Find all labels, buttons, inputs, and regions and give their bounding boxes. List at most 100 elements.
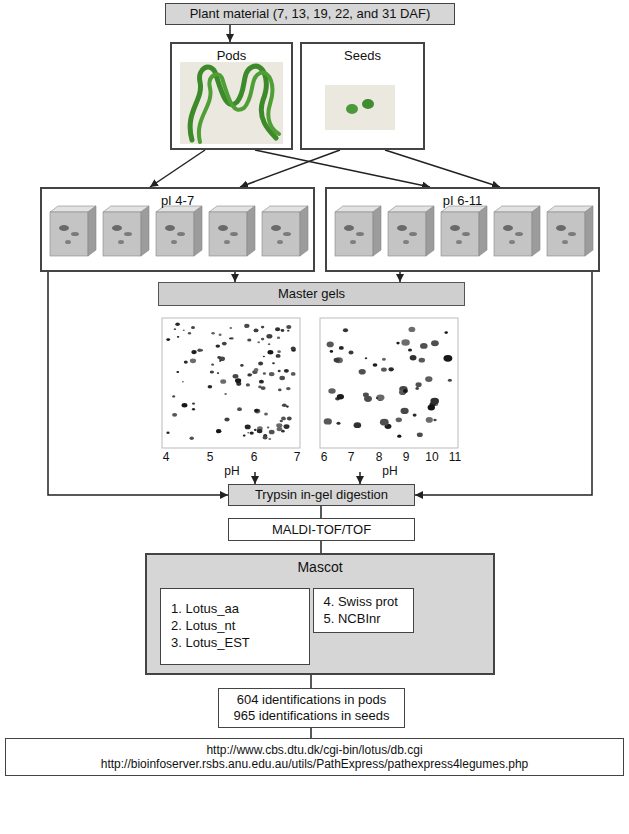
connector [234, 272, 236, 282]
gel-spot [410, 355, 417, 360]
axis-label: pH [382, 464, 397, 478]
gel-spot [284, 369, 289, 373]
connector [229, 25, 231, 42]
gel-spot [177, 336, 179, 338]
gel-spot [403, 389, 408, 393]
gel-spot [172, 413, 177, 417]
box-label: 5. NCBInr [324, 611, 381, 628]
gel-spot [280, 420, 283, 423]
gel-spot [210, 370, 214, 373]
gel-spot [230, 327, 233, 329]
gel-spot [287, 417, 292, 421]
gel-spot [217, 356, 221, 359]
gel-spot [281, 417, 286, 421]
axis-label: 6 [251, 450, 258, 464]
box-label: MALDI-TOF/TOF [272, 522, 371, 538]
gel-spot [184, 361, 188, 364]
box-label: http://www.cbs.dtu.dk/cgi-bin/lotus/db.c… [206, 743, 422, 757]
box-heading: Pods [217, 48, 247, 64]
gel-spot [197, 349, 202, 353]
gel-spot [282, 403, 287, 407]
box-label: 4. Swiss prot [324, 594, 398, 611]
gel-spot [291, 372, 296, 376]
gel-spot [277, 336, 280, 339]
gel-spot [287, 330, 289, 332]
gel-spot [291, 346, 296, 350]
gel-spot [281, 329, 285, 332]
gel-spot [376, 394, 384, 400]
gel-spot [396, 342, 399, 345]
gel-spot [354, 422, 362, 428]
connector [399, 272, 401, 282]
gel-spot [208, 385, 213, 389]
gel-spot [448, 379, 452, 382]
gel-spot [182, 381, 184, 383]
gel-spot [240, 364, 243, 367]
gel-spot [277, 350, 281, 353]
process-box: Pods [170, 42, 293, 150]
gel-spot [261, 326, 264, 329]
gel-spot [175, 322, 180, 326]
gel-spot [182, 403, 188, 407]
gel-spot [408, 349, 412, 352]
gel-spot [216, 429, 221, 433]
gel-spot [389, 367, 394, 371]
gel-spot [183, 329, 185, 331]
gel-spot [279, 376, 285, 380]
gel-spot [382, 358, 386, 361]
gel-spot [174, 328, 176, 330]
gel-spot [365, 357, 368, 359]
gel-spot [417, 432, 423, 437]
process-box: 604 identifications in pods965 identific… [218, 688, 405, 728]
gel-spot [219, 334, 222, 336]
gel-spot [264, 413, 268, 416]
gel-spot [337, 394, 344, 399]
gel-spot [254, 429, 257, 431]
process-box: MALDI-TOF/TOF [228, 518, 415, 541]
process-box: pI 6-11 [325, 187, 600, 272]
gel-spot [263, 372, 266, 374]
gel-spot [286, 325, 291, 329]
gel-spot [276, 354, 281, 358]
gel-spot [334, 358, 340, 363]
header-band: Master gels [158, 282, 465, 306]
connector [310, 675, 312, 688]
gel-spot [191, 350, 196, 354]
pods-photo [180, 62, 283, 144]
gel-spot [237, 407, 242, 411]
gel-spot [247, 432, 249, 434]
gel-spot [259, 380, 264, 384]
gel-spot [254, 329, 259, 333]
axis-label: 7 [348, 450, 355, 464]
master-gel-right [320, 318, 458, 448]
gel-spot [250, 432, 254, 435]
gel-spot [220, 379, 226, 384]
gel-spot [425, 376, 432, 382]
gel-spot [267, 427, 270, 429]
gel-spot [268, 343, 270, 345]
gel-spot [409, 327, 416, 332]
gel-spot [381, 367, 387, 371]
process-box: Mascot1. Lotus_aa2. Lotus_nt3. Lotus_EST… [145, 553, 495, 675]
gel-spot [444, 355, 453, 362]
box-label: Trypsin in-gel digestion [255, 487, 388, 503]
gel-spot [416, 382, 422, 387]
box-label: Master gels [278, 286, 345, 302]
connector [320, 541, 322, 553]
gel-spot [244, 324, 249, 328]
axis-label: 5 [207, 450, 214, 464]
axis-label: pH [224, 464, 239, 478]
gel-spot [268, 438, 271, 440]
gel-spot [246, 383, 250, 386]
gel-spot [373, 363, 378, 367]
connector [254, 472, 256, 484]
gel-spot [192, 402, 195, 404]
gel-spot [224, 417, 229, 421]
connector [385, 150, 500, 187]
gel-spot [257, 429, 263, 433]
gel-spot [266, 334, 272, 339]
gel-spot [235, 378, 241, 383]
gel-spot [245, 425, 251, 430]
gel-spot [217, 372, 219, 374]
